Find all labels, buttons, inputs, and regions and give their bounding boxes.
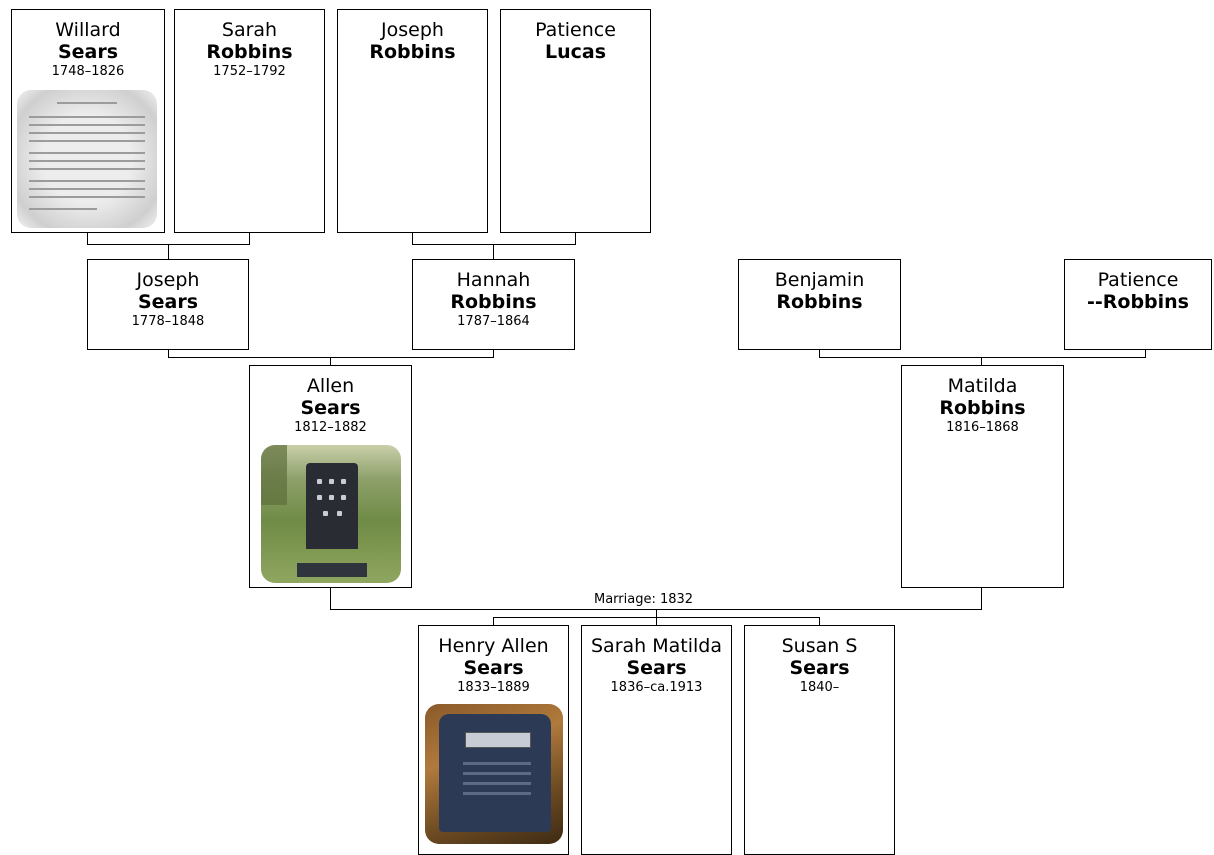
connector bbox=[87, 233, 88, 244]
surname: --Robbins bbox=[1086, 291, 1189, 313]
person-card-joseph-sears[interactable]: Joseph Sears 1778–1848 bbox=[87, 259, 249, 350]
given-name: Joseph bbox=[136, 269, 200, 291]
given-name: Allen bbox=[306, 375, 355, 397]
given-name: Henry Allen bbox=[438, 635, 549, 657]
surname: Sears bbox=[463, 657, 524, 679]
given-name: Sarah Matilda bbox=[591, 635, 722, 657]
connector bbox=[493, 617, 494, 625]
connector bbox=[412, 233, 413, 244]
life-dates: 1787–1864 bbox=[457, 314, 530, 329]
connector bbox=[168, 244, 169, 259]
given-name: Willard bbox=[55, 19, 121, 41]
surname: Robbins bbox=[776, 291, 863, 313]
connector bbox=[168, 350, 169, 357]
person-card-henry-allen-sears[interactable]: Henry Allen Sears 1833–1889 bbox=[418, 625, 569, 855]
life-dates: 1840– bbox=[799, 680, 840, 695]
surname: Robbins bbox=[369, 41, 456, 63]
connector bbox=[981, 357, 982, 365]
connector bbox=[819, 617, 820, 625]
marriage-label: Marriage: 1832 bbox=[592, 592, 696, 607]
document-photo[interactable] bbox=[17, 90, 157, 228]
connector bbox=[168, 357, 494, 358]
person-card-patience-lucas[interactable]: Patience Lucas bbox=[500, 9, 651, 233]
connector bbox=[656, 609, 657, 617]
surname: Sears bbox=[300, 397, 361, 419]
connector bbox=[493, 350, 494, 357]
surname: Robbins bbox=[206, 41, 293, 63]
life-dates: 1778–1848 bbox=[131, 314, 205, 329]
connector bbox=[330, 588, 331, 609]
given-name: Susan S bbox=[781, 635, 858, 657]
connector bbox=[249, 233, 250, 244]
connector bbox=[656, 617, 657, 625]
person-card-allen-sears[interactable]: Allen Sears 1812–1882 bbox=[249, 365, 412, 588]
life-dates: 1748–1826 bbox=[51, 64, 125, 79]
person-card-patience-robbins[interactable]: Patience --Robbins bbox=[1064, 259, 1212, 350]
connector bbox=[493, 244, 494, 259]
life-dates: 1752–1792 bbox=[213, 64, 286, 79]
connector bbox=[330, 357, 331, 365]
surname: Robbins bbox=[939, 397, 1026, 419]
given-name: Joseph bbox=[381, 19, 444, 41]
surname: Sears bbox=[789, 657, 850, 679]
gravestone-photo[interactable] bbox=[425, 704, 563, 844]
surname: Lucas bbox=[544, 41, 607, 63]
connector bbox=[981, 588, 982, 609]
life-dates: 1812–1882 bbox=[294, 420, 367, 435]
person-card-hannah-robbins[interactable]: Hannah Robbins 1787–1864 bbox=[412, 259, 575, 350]
person-card-benjamin-robbins[interactable]: Benjamin Robbins bbox=[738, 259, 901, 350]
connector bbox=[575, 233, 576, 244]
surname: Robbins bbox=[450, 291, 537, 313]
person-card-susan-s-sears[interactable]: Susan S Sears 1840– bbox=[744, 625, 895, 855]
given-name: Benjamin bbox=[774, 269, 865, 291]
person-card-joseph-robbins[interactable]: Joseph Robbins bbox=[337, 9, 488, 233]
connector bbox=[1145, 350, 1146, 357]
connector bbox=[819, 350, 820, 357]
surname: Sears bbox=[626, 657, 687, 679]
surname: Sears bbox=[137, 291, 199, 313]
gravestone-photo[interactable] bbox=[261, 445, 401, 583]
given-name: Matilda bbox=[947, 375, 1018, 397]
given-name: Patience bbox=[535, 19, 616, 41]
person-card-matilda-robbins[interactable]: Matilda Robbins 1816–1868 bbox=[901, 365, 1064, 588]
given-name: Sarah bbox=[221, 19, 278, 41]
person-card-sarah-robbins[interactable]: Sarah Robbins 1752–1792 bbox=[174, 9, 325, 233]
person-card-sarah-matilda-sears[interactable]: Sarah Matilda Sears 1836–ca.1913 bbox=[581, 625, 732, 855]
connector bbox=[819, 357, 1146, 358]
life-dates: 1816–1868 bbox=[946, 420, 1019, 435]
life-dates: 1836–ca.1913 bbox=[610, 680, 703, 695]
surname: Sears bbox=[57, 41, 119, 63]
given-name: Hannah bbox=[456, 269, 531, 291]
life-dates: 1833–1889 bbox=[457, 680, 530, 695]
given-name: Patience bbox=[1097, 269, 1179, 291]
connector bbox=[412, 244, 576, 245]
person-card-willard-sears[interactable]: Willard Sears 1748–1826 bbox=[11, 9, 165, 233]
